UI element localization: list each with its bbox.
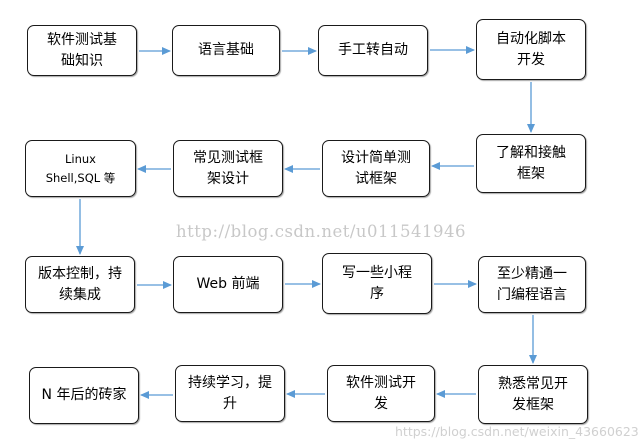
node-master: 至少精通一 门编程语言 (478, 256, 586, 313)
watermark-text: http://blog.csdn.net/u011541946 (176, 222, 467, 241)
node-vcs: 版本控制，持 续集成 (25, 256, 135, 313)
node-linux: Linux Shell,SQL 等 (25, 140, 136, 197)
node-web: Web 前端 (173, 256, 283, 313)
node-familiar: 熟悉常见开 发框架 (478, 365, 588, 424)
node-basics: 软件测试基 础知识 (27, 25, 137, 76)
node-lang: 语言基础 (172, 25, 280, 76)
node-framework: 了解和接触 框架 (476, 134, 586, 193)
node-simplefw: 设计简单测 试框架 (322, 140, 430, 197)
node-commonfw: 常见测试框 架设计 (173, 140, 283, 197)
node-manual2auto: 手工转自动 (318, 25, 428, 76)
node-brick: N 年后的砖家 (29, 367, 139, 424)
node-autoscript: 自动化脚本 开发 (476, 19, 586, 80)
watermark-bottom-text: https://blog.csdn.net/weixin_43660623 (395, 424, 639, 439)
node-learning: 持续学习，提 升 (175, 365, 285, 422)
node-miniapp: 写一些小程 序 (322, 253, 432, 314)
node-devtest: 软件测试开 发 (327, 365, 435, 422)
